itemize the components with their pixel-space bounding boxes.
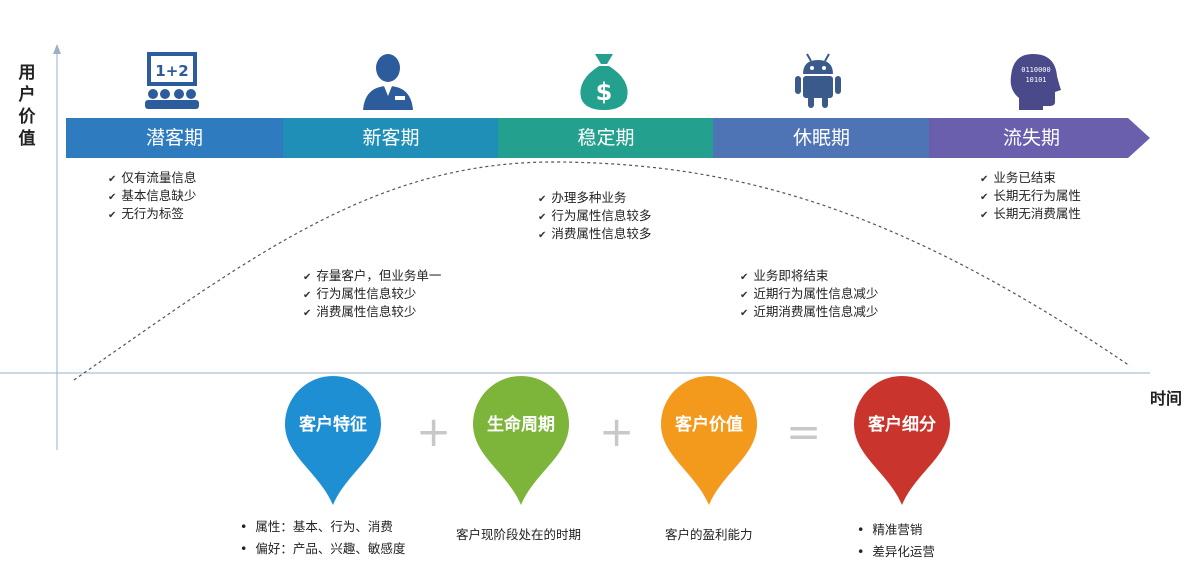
equals-sign: = <box>786 407 822 456</box>
desc-customer-features: 属性：基本、行为、消费 偏好：产品、兴趣、敏感度 <box>240 516 405 560</box>
desc-item: 差异化运营 <box>857 541 935 563</box>
note-item: 长期无行为属性 <box>980 188 1081 206</box>
note-item: 仅有流量信息 <box>108 170 196 188</box>
pin-label-lifecycle: 生命周期 <box>487 415 555 435</box>
note-item: 行为属性信息较多 <box>538 208 651 226</box>
stage-segment-dormant <box>713 118 930 158</box>
x-axis-label: 时间 <box>1150 389 1183 408</box>
y-axis-label: 用户价值 <box>18 63 36 149</box>
stage-segment-churn <box>929 118 1150 158</box>
note-item: 长期无消费属性 <box>980 206 1081 224</box>
stage-label-dormant: 休眠期 <box>792 127 850 149</box>
binary-text-2: 10101 <box>1025 76 1046 84</box>
board-text: 1+2 <box>155 62 188 80</box>
stage-segment-potential <box>66 118 284 158</box>
stage-label-churn: 流失期 <box>1002 127 1060 149</box>
money-bag-icon: $ <box>580 54 628 110</box>
customer-service-icon <box>363 54 413 110</box>
note-item: 业务已结束 <box>980 170 1081 188</box>
y-axis-arrow <box>53 44 61 54</box>
pin-label-customer-features: 客户特征 <box>299 415 367 435</box>
pin-customer-segmentation <box>854 376 950 505</box>
note-item: 业务即将结束 <box>740 268 878 286</box>
binary-text-1: 0110000 <box>1021 66 1051 74</box>
note-item: 存量客户，但业务单一 <box>303 268 441 286</box>
note-item: 近期消费属性信息减少 <box>740 304 878 322</box>
desc-lifecycle: 客户现阶段处在的时期 <box>456 527 582 542</box>
notes-churn: 业务已结束 长期无行为属性 长期无消费属性 <box>980 170 1081 224</box>
notes-potential: 仅有流量信息 基本信息缺少 无行为标签 <box>108 170 196 224</box>
desc-customer-segmentation: 精准营销 差异化运营 <box>857 519 935 563</box>
pin-lifecycle <box>473 376 569 505</box>
desc-customer-value: 客户的盈利能力 <box>665 527 753 542</box>
note-item: 行为属性信息较少 <box>303 286 441 304</box>
pin-label-customer-value: 客户价值 <box>675 415 743 435</box>
pin-customer-features <box>285 376 381 505</box>
note-item: 基本信息缺少 <box>108 188 196 206</box>
plus-sign-1: + <box>416 407 452 456</box>
classroom-icon: 1+2 <box>145 52 199 109</box>
notes-stable: 办理多种业务 行为属性信息较多 消费属性信息较多 <box>538 190 651 244</box>
stage-label-potential: 潜客期 <box>145 127 203 149</box>
stage-label-new: 新客期 <box>362 127 420 149</box>
dollar-text: $ <box>596 78 613 106</box>
notes-dormant: 业务即将结束 近期行为属性信息减少 近期消费属性信息减少 <box>740 268 878 322</box>
note-item: 近期行为属性信息减少 <box>740 286 878 304</box>
stage-label-stable: 稳定期 <box>577 127 635 149</box>
stage-segment-stable <box>498 118 714 158</box>
note-item: 消费属性信息较多 <box>538 226 651 244</box>
desc-item: 属性：基本、行为、消费 <box>240 516 405 538</box>
plus-sign-2: + <box>599 407 635 456</box>
note-item: 消费属性信息较少 <box>303 304 441 322</box>
desc-item: 偏好：产品、兴趣、敏感度 <box>240 538 405 560</box>
brain-data-icon: 0110000 10101 <box>1010 54 1061 110</box>
notes-new: 存量客户，但业务单一 行为属性信息较少 消费属性信息较少 <box>303 268 441 322</box>
value-curve <box>73 161 1131 381</box>
desc-item: 精准营销 <box>857 519 935 541</box>
pin-customer-value <box>661 376 757 505</box>
android-icon <box>795 53 841 108</box>
pin-label-customer-segmentation: 客户细分 <box>868 415 936 435</box>
stage-bar <box>66 118 1150 158</box>
note-item: 办理多种业务 <box>538 190 651 208</box>
stage-segment-new <box>283 118 499 158</box>
note-item: 无行为标签 <box>108 206 196 224</box>
